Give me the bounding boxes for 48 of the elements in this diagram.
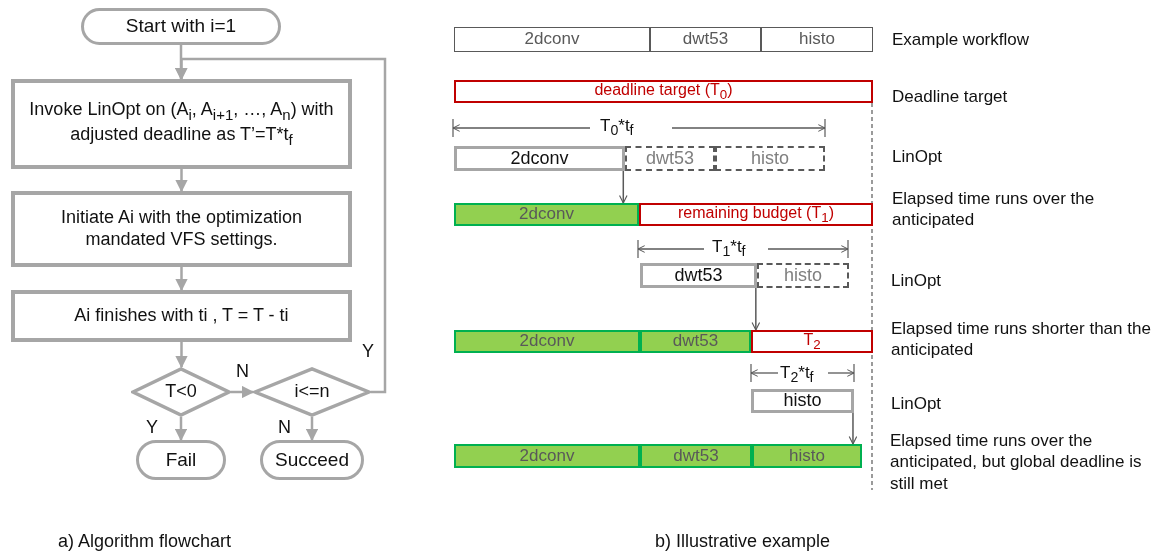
terminal-box: Succeed <box>260 440 364 480</box>
planned-task-bar: histo <box>715 146 825 171</box>
elapsed-task-bar: histo <box>752 444 862 468</box>
row-description: Elapsed time runs over the anticipated, but global deadline is still met <box>890 430 1143 494</box>
arrow <box>175 342 188 369</box>
elapsed-task-bar: 2dconv <box>454 444 640 468</box>
elapsed-task-bar: 2dconv <box>454 203 639 226</box>
terminal-box: Fail <box>136 440 226 480</box>
terminal-box: Start with i=1 <box>81 8 281 45</box>
row-description: Elapsed time runs over the anticipated <box>892 188 1096 231</box>
row-description: Deadline target <box>892 86 1009 108</box>
budget-bar: remaining budget (T$_{1}$) <box>639 203 873 226</box>
elapsed-task-bar: 2dconv <box>454 330 640 353</box>
planned-task-bar: dwt53 <box>625 146 715 171</box>
planned-task-bar: dwt53 <box>640 263 757 288</box>
decision-diamond: T<0 <box>131 367 231 417</box>
dimension-label: T$_{0}$*t$_{f}$ <box>600 115 634 141</box>
dimension-label: T$_{2}$*t$_{f}$ <box>780 362 814 388</box>
process-box: Initiate Ai with the optimization mandated VFS settings. <box>11 191 352 267</box>
arrow <box>619 170 628 204</box>
row-description: LinOpt <box>892 146 944 168</box>
caption: a) Algorithm flowchart <box>58 530 232 552</box>
row-description: Example workflow <box>892 29 1030 51</box>
arrow <box>848 412 858 445</box>
arrow <box>175 169 188 193</box>
workflow-segment: histo <box>761 27 873 52</box>
budget-bar: deadline target (T$_{0}$) <box>454 80 873 103</box>
decision-diamond: i<=n <box>253 367 371 417</box>
planned-task-bar: 2dconv <box>454 146 625 171</box>
arrow <box>174 417 188 442</box>
elapsed-task-bar: dwt53 <box>640 444 752 468</box>
budget-bar: T$_{2}$ <box>751 330 873 353</box>
planned-task-bar: histo <box>751 389 854 413</box>
workflow-segment: 2dconv <box>454 27 650 52</box>
planned-task-bar: histo <box>757 263 849 288</box>
arrow <box>231 385 255 399</box>
dimension-label: T$_{1}$*t$_{f}$ <box>712 236 746 262</box>
elapsed-task-bar: dwt53 <box>640 330 751 353</box>
row-description: LinOpt <box>891 270 943 292</box>
process-box: Ai finishes with ti , T = T - ti <box>11 290 352 342</box>
workflow-segment: dwt53 <box>650 27 761 52</box>
caption: b) Illustrative example <box>655 530 831 552</box>
row-description: LinOpt <box>891 393 943 415</box>
row-description: Elapsed time runs shorter than the anticipated <box>891 318 1152 361</box>
arrow <box>175 267 188 292</box>
arrow <box>305 417 319 442</box>
arrow <box>751 287 761 331</box>
process-box: Invoke LinOpt on (A$_{i}$, A$_{i+1}$, …, A$_{n}$) with adjusted deadline as T’=T*t$_{f}$ <box>11 79 352 169</box>
